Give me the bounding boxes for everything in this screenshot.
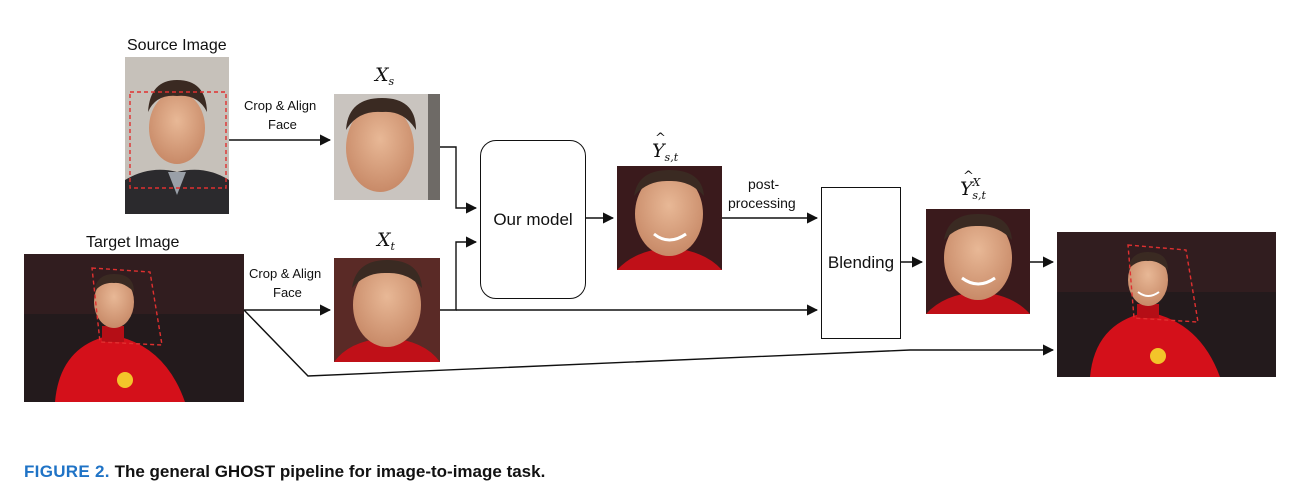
y-hat-x-face-photo xyxy=(926,209,1030,314)
caption-text: The general GHOST pipeline for image-to-… xyxy=(114,462,546,481)
target-image-label: Target Image xyxy=(86,234,180,251)
xs-math-label: Xs xyxy=(375,64,395,88)
arrow-target-to-output xyxy=(243,309,1055,377)
arrow-xs-to-model xyxy=(440,146,478,214)
post-label: post- xyxy=(748,176,780,192)
output-crop-box xyxy=(1127,244,1199,323)
y-hat-face-photo xyxy=(617,166,722,270)
source-photo xyxy=(125,57,229,214)
figure-caption: FIGURE 2. The general GHOST pipeline for… xyxy=(24,462,545,482)
xs-face-photo xyxy=(334,94,440,200)
figure-number: FIGURE 2. xyxy=(24,462,110,481)
output-photo xyxy=(1057,232,1276,377)
xt-face-photo xyxy=(334,258,440,362)
y-hat-x-math-label: ^YXs,t xyxy=(960,169,986,202)
target-photo xyxy=(24,254,244,402)
blending-box: Blending xyxy=(821,187,901,339)
xt-math-label: Xt xyxy=(377,229,395,253)
face-label-1: Face xyxy=(268,117,297,132)
our-model-box: Our model xyxy=(480,140,586,299)
source-crop-box xyxy=(129,91,227,189)
y-hat-math-label: ^Ys,t xyxy=(652,131,679,164)
arrow-xt-to-model xyxy=(440,236,478,311)
processing-label: processing xyxy=(728,195,796,211)
crop-align-label-2: Crop & Align xyxy=(249,266,322,281)
source-image-label: Source Image xyxy=(127,37,227,54)
crop-align-label-1: Crop & Align xyxy=(244,98,317,113)
face-label-2: Face xyxy=(273,285,302,300)
target-crop-box xyxy=(91,267,163,346)
